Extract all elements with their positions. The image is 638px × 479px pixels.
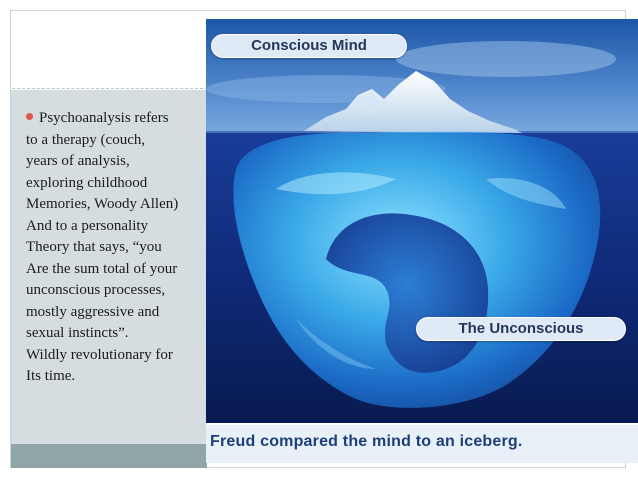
text-line: Its time. (26, 368, 76, 384)
text-line: And to a personality (26, 217, 149, 234)
bullet-dot-icon (26, 113, 33, 120)
image-caption: Freud compared the mind to an iceberg. (210, 433, 523, 450)
text-line: Psychoanalysis refers (26, 108, 208, 130)
text-line: unconscious processes, (26, 282, 166, 298)
text-line: Wildly revolutionary for (26, 346, 173, 363)
text-line: mostly aggressive and (26, 303, 160, 320)
body-text: Psychoanalysis refers to a therapy (couc… (26, 108, 208, 388)
iceberg-illustration (206, 19, 638, 423)
text-line: sexual instincts”. (26, 325, 129, 341)
text-line: exploring childhood (26, 174, 148, 191)
text-panel (11, 90, 207, 444)
text-line: years of analysis, (26, 153, 130, 169)
text-line: Theory that says, “you (26, 239, 162, 255)
iceberg-image (206, 19, 638, 423)
unconscious-label: The Unconscious (416, 317, 626, 341)
header-divider (12, 88, 208, 89)
caption-bar (206, 423, 638, 463)
text-line: to a therapy (couch, (26, 131, 146, 148)
text-line: Memories, Woody Allen) (26, 196, 179, 212)
text-line: Are the sum total of your (26, 260, 178, 277)
conscious-mind-label: Conscious Mind (211, 34, 407, 58)
footer-bar (11, 444, 207, 468)
